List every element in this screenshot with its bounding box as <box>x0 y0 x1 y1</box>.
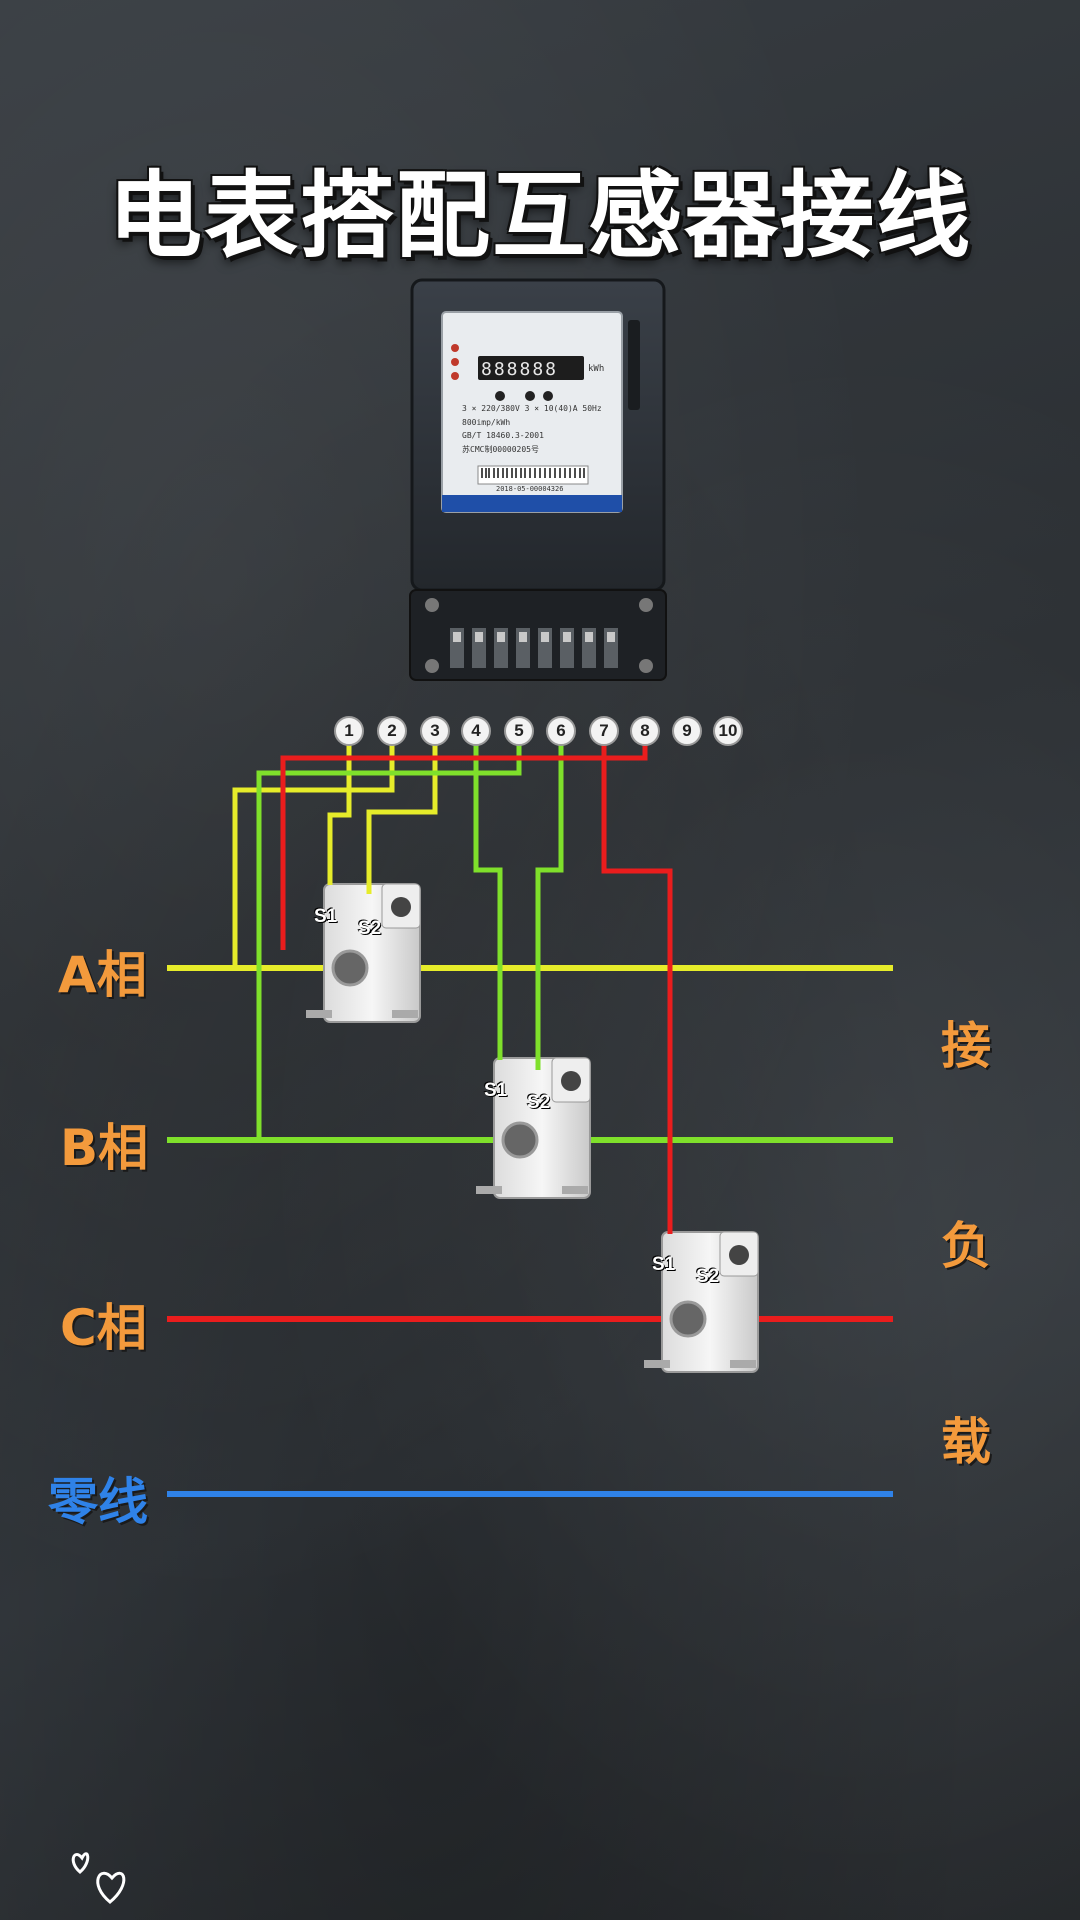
ct-b-s1-label: S1 <box>484 1080 508 1101</box>
terminal-6: 6 <box>546 716 576 746</box>
wires-phase-b <box>256 731 564 1140</box>
meter-spec-4: 苏CMC制00000205号 <box>462 445 539 454</box>
ct-b-s2-label: S2 <box>527 1092 551 1113</box>
heart-doodle-icon <box>71 1852 126 1904</box>
terminal-9: 9 <box>672 716 702 746</box>
terminal-8: 8 <box>630 716 660 746</box>
page-title: 电表搭配互感器接线 <box>107 162 972 271</box>
ct-c <box>644 1231 759 1373</box>
ct-a-s2-label: S2 <box>358 918 382 939</box>
meter-display-value: 888888 <box>481 359 559 380</box>
phase-c-label: C相 <box>60 1299 147 1357</box>
load-label-1: 接 <box>941 1017 991 1075</box>
neutral-label: 零线 <box>48 1473 148 1531</box>
meter-unit: kWh <box>588 364 605 374</box>
meter-barcode-text: 2018-05-00004326 <box>496 485 564 493</box>
ct-a-s1-label: S1 <box>314 906 338 927</box>
phase-b-label: B相 <box>60 1119 149 1177</box>
load-label-3: 载 <box>941 1413 991 1471</box>
load-label-2: 负 <box>941 1217 991 1275</box>
terminal-7: 7 <box>589 716 619 746</box>
terminal-10: 10 <box>713 716 743 746</box>
energy-meter <box>409 278 667 681</box>
meter-spec-1: 3 × 220/380V 3 × 10(40)A 50Hz <box>462 404 602 413</box>
meter-spec-3: GB/T 18460.3-2001 <box>462 431 544 440</box>
meter-spec-2: 800imp/kWh <box>462 418 511 427</box>
ct-a <box>306 883 421 1023</box>
terminal-2: 2 <box>377 716 407 746</box>
phase-a-label: A相 <box>58 946 147 1004</box>
meter-display <box>478 356 584 380</box>
terminal-5: 5 <box>504 716 534 746</box>
ct-c-s2-label: S2 <box>696 1266 720 1287</box>
terminal-1: 1 <box>334 716 364 746</box>
terminal-4: 4 <box>461 716 491 746</box>
terminal-3: 3 <box>420 716 450 746</box>
ct-b <box>476 1057 591 1199</box>
ct-c-s1-label: S1 <box>652 1254 676 1275</box>
